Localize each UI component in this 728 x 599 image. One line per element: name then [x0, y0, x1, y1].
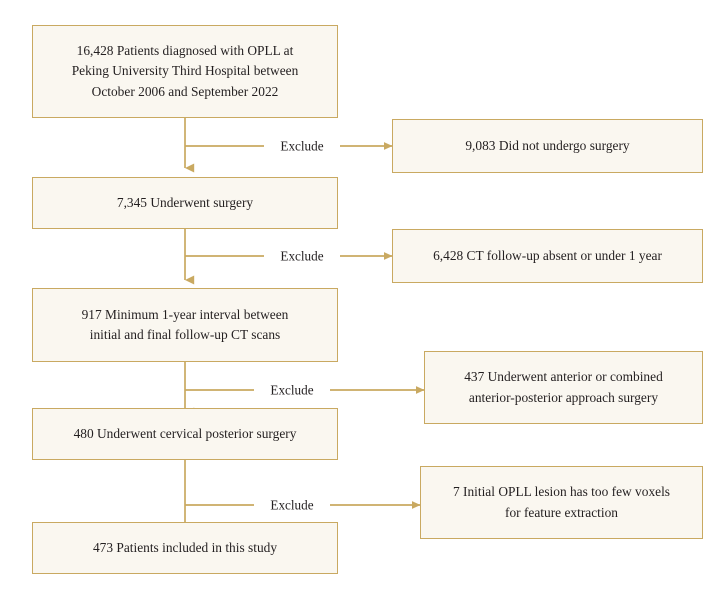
node-anterior-approach: 437 Underwent anterior or combined anter… — [424, 351, 703, 424]
node-posterior-surgery: 480 Underwent cervical posterior surgery — [32, 408, 338, 460]
node-enrolled-text: 16,428 Patients diagnosed with OPLL at P… — [71, 43, 299, 99]
exclude-label-1: Exclude — [273, 139, 331, 153]
node-ct-absent-text: 6,428 CT follow-up absent or under 1 yea… — [433, 247, 662, 263]
node-underwent-surgery-text: 7,345 Underwent surgery — [116, 194, 254, 210]
node-few-voxels: 7 Initial OPLL lesion has too few voxels… — [420, 466, 703, 539]
node-posterior-surgery-text: 480 Underwent cervical posterior surgery — [73, 425, 297, 441]
node-min-interval: 917 Minimum 1-year interval between init… — [32, 288, 338, 362]
exclude-label-4: Exclude — [263, 498, 321, 512]
node-few-voxels-text: 7 Initial OPLL lesion has too few voxels… — [452, 484, 671, 520]
node-anterior-approach-text: 437 Underwent anterior or combined anter… — [464, 369, 663, 405]
node-underwent-surgery: 7,345 Underwent surgery — [32, 177, 338, 229]
node-min-interval-text: 917 Minimum 1-year interval between init… — [81, 306, 289, 342]
node-enrolled: 16,428 Patients diagnosed with OPLL at P… — [32, 25, 338, 118]
node-included: 473 Patients included in this study — [32, 522, 338, 574]
node-ct-absent: 6,428 CT follow-up absent or under 1 yea… — [392, 229, 703, 283]
exclude-label-3: Exclude — [263, 383, 321, 397]
exclude-label-2: Exclude — [273, 249, 331, 263]
node-no-surgery-text: 9,083 Did not undergo surgery — [465, 137, 630, 153]
node-no-surgery: 9,083 Did not undergo surgery — [392, 119, 703, 173]
node-included-text: 473 Patients included in this study — [92, 539, 278, 555]
